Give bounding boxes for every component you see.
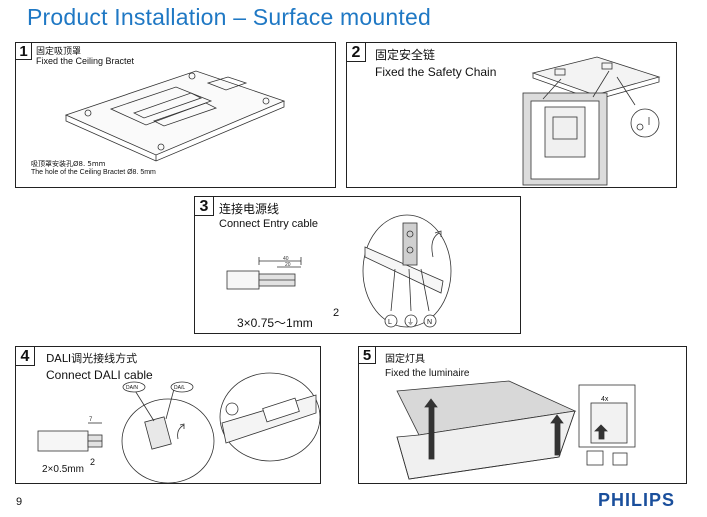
page-title: Product Installation – Surface mounted xyxy=(27,4,431,30)
tag-dan-label: DA/N xyxy=(126,385,138,391)
step-title-zh: DALI调光接线方式 xyxy=(46,352,138,365)
luminaire-drawing: 4x xyxy=(396,380,636,480)
dim-20-label: 20 xyxy=(285,262,291,268)
safety-chain-drawing xyxy=(522,56,661,186)
hole-note-en: The hole of the Ceiling Bractet Ø8. 5mm xyxy=(31,169,156,176)
step-2-panel: 2 固定安全链 Fixed the Safety Chain xyxy=(346,42,677,188)
dali-spec-sup: 2 xyxy=(90,457,96,467)
step-title-en: Connect Entry cable xyxy=(219,218,319,230)
step-1-panel: 1 固定吸顶罩 Fixed the Ceiling Bractet 吸顶罩安装孔… xyxy=(15,42,336,188)
dim-7-label: 7 xyxy=(89,417,93,423)
entry-cable-drawing: 40 20 L ⏚ N xyxy=(226,214,452,328)
step-title-en: Fixed the Ceiling Bractet xyxy=(36,56,135,66)
step-title-zh: 固定吸顶罩 xyxy=(36,47,82,57)
step-number: 1 xyxy=(16,43,32,60)
count-label: 4x xyxy=(601,396,609,403)
step-title-zh: 固定安全链 xyxy=(375,48,436,62)
page-number: 9 xyxy=(16,496,23,508)
dali-cable-drawing: DA/N DA/L 7 xyxy=(37,372,320,483)
tag-dal-label: DA/L xyxy=(174,385,185,391)
step-3-panel: 3 连接电源线 Connect Entry cable 40 20 L ⏚ N … xyxy=(194,196,521,334)
terminal-earth-label: ⏚ xyxy=(407,318,414,326)
step-title-en: Fixed the luminaire xyxy=(385,368,470,379)
step-number: 2 xyxy=(347,43,366,62)
dim-40-label: 40 xyxy=(283,256,289,262)
step-title-en: Connect DALI cable xyxy=(46,368,153,382)
step-number: 5 xyxy=(359,347,376,364)
cable-spec: 3×0.75～1mm xyxy=(237,316,313,330)
step-5-panel: 5 固定灯具 Fixed the luminaire 4x xyxy=(358,346,687,484)
step-title-zh: 固定灯具 xyxy=(385,354,425,365)
step-number: 4 xyxy=(16,347,35,366)
hole-note-zh: 吸顶罩安装孔Ø8. 5mm xyxy=(31,160,106,168)
terminal-n-label: N xyxy=(427,319,432,326)
step-title-en: Fixed the Safety Chain xyxy=(375,65,497,79)
step-title-zh: 连接电源线 xyxy=(219,202,280,216)
terminal-l-label: L xyxy=(388,319,392,326)
cable-spec-sup: 2 xyxy=(333,307,340,319)
step-4-panel: 4 DALI调光接线方式 Connect DALI cable DA/N DA/… xyxy=(15,346,321,484)
philips-logo: PHILIPS xyxy=(598,490,676,510)
dali-spec: 2×0.5mm xyxy=(42,464,84,475)
ceiling-bracket-drawing xyxy=(64,70,286,162)
step-number: 3 xyxy=(195,197,214,216)
